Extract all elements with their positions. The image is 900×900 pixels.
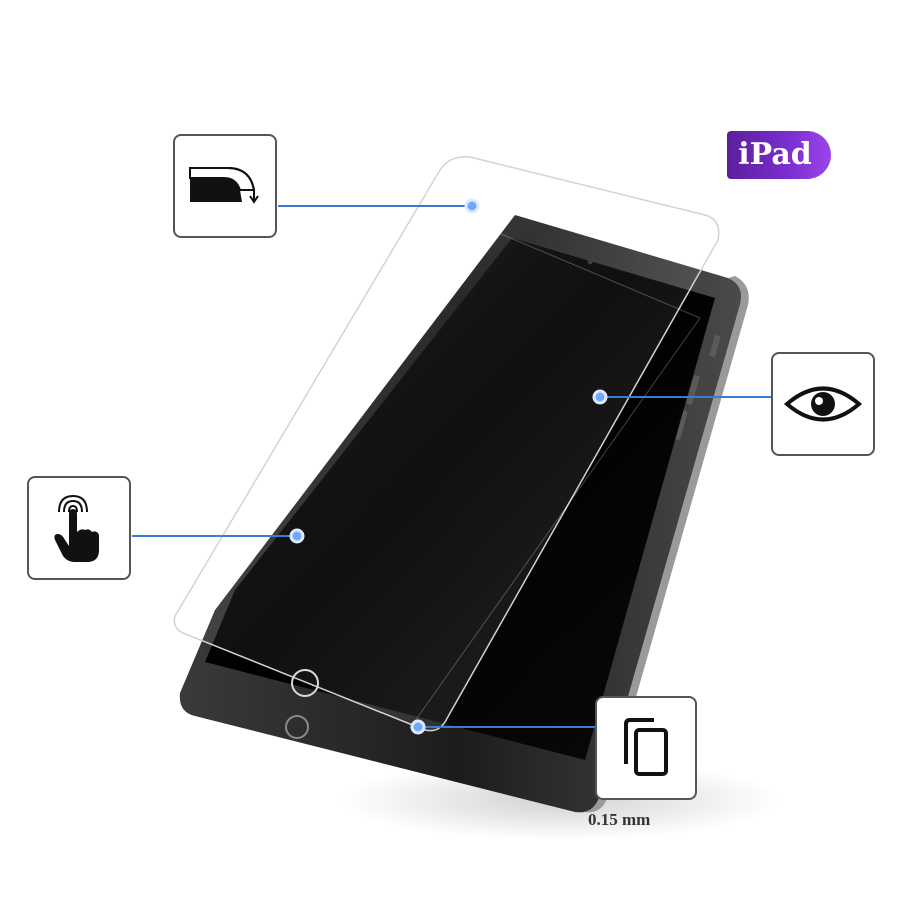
curved-edge-icon xyxy=(189,167,259,204)
tablet-side-button xyxy=(709,335,721,357)
feature-box-clarity[interactable] xyxy=(771,352,875,456)
feature-box-thickness[interactable] xyxy=(595,696,697,800)
thickness-label: 0.15 mm xyxy=(588,810,651,829)
home-button-reflection xyxy=(285,715,309,739)
glass-protector xyxy=(173,156,720,732)
eye-icon xyxy=(783,386,863,422)
ipad-badge: iPad xyxy=(727,131,831,179)
layers-icon xyxy=(624,718,668,776)
leader-dot-thickness xyxy=(410,719,426,735)
leader-dot-touch xyxy=(289,528,305,544)
touch-hand-icon xyxy=(54,494,99,562)
feature-box-curved-edge[interactable] xyxy=(173,134,277,238)
leader-dot-clarity xyxy=(592,389,608,405)
feature-box-touch[interactable] xyxy=(27,476,131,580)
ipad-badge-label: iPad xyxy=(738,137,812,172)
glass-inner-edge xyxy=(409,219,701,729)
leader-dot-curved-edge xyxy=(464,198,480,214)
tablet-side-button xyxy=(674,410,688,440)
